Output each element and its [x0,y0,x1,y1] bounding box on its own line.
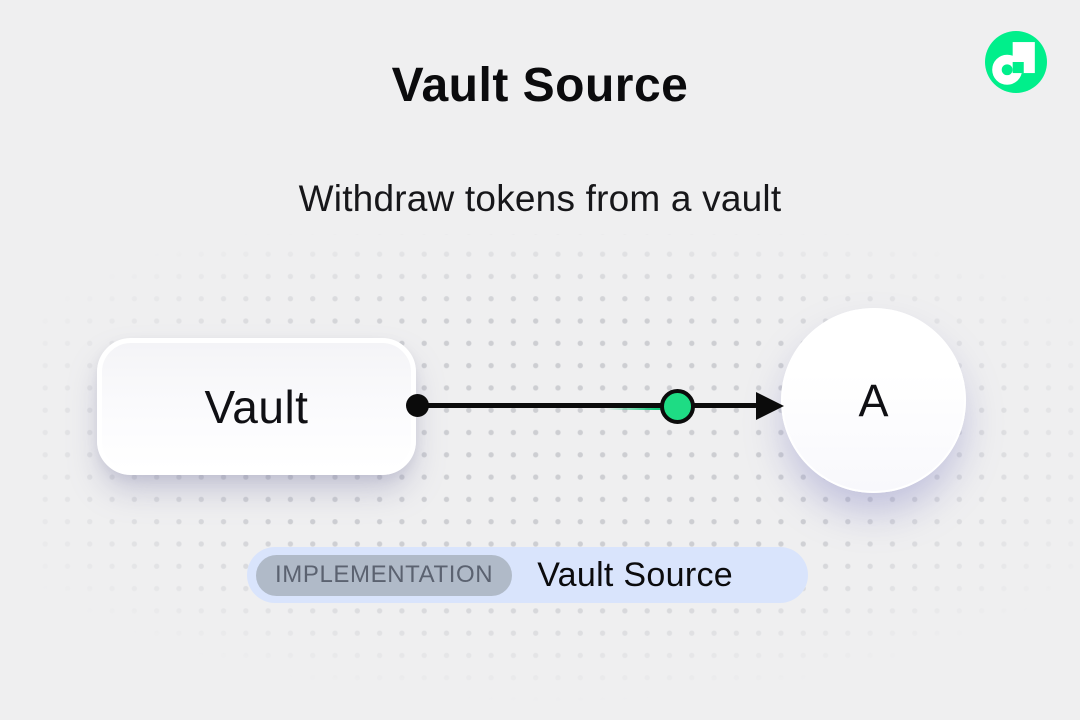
implementation-badge: IMPLEMENTATION [256,554,513,596]
arrowhead-icon [756,392,784,420]
account-node: A [781,308,966,493]
flow-logo-icon [985,31,1047,93]
vault-node: Vault [97,338,416,475]
caption-title: Vault Source [537,555,733,594]
page-subtitle: Withdraw tokens from a vault [298,178,782,219]
edge-start-dot [406,394,429,417]
implementation-caption: IMPLEMENTATION Vault Source [247,547,808,603]
page-title: Vault Source [391,59,689,112]
token-node [660,389,695,424]
vault-node-label: Vault [204,380,309,433]
account-node-label: A [858,374,889,426]
edge-token-trail [606,406,664,410]
edge-line [417,403,758,408]
